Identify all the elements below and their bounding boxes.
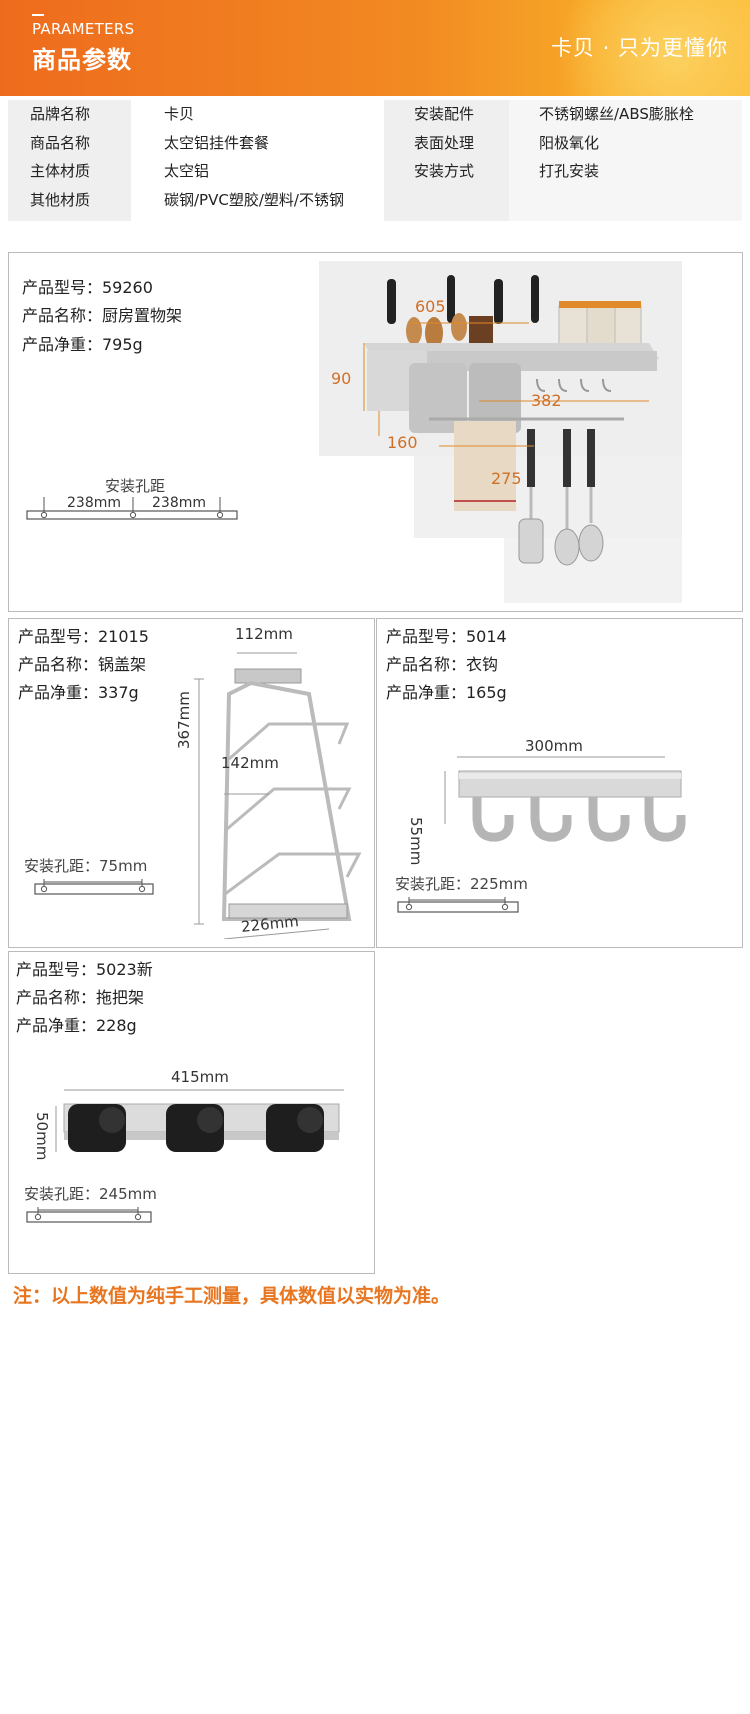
hook-dim-height: 55mm (407, 817, 425, 866)
hole-spacing-diagram: 安装孔距：75mm (24, 855, 174, 895)
hole-bar-graphic (26, 1207, 152, 1223)
mop-dim-length: 415mm (171, 1068, 229, 1086)
rack-dim-height: 90 (331, 369, 352, 388)
hook-dim-length: 300mm (525, 737, 583, 755)
rack-dim-cup: 160 (387, 433, 418, 452)
header-en-title: PARAMETERS (32, 20, 135, 38)
param-key: 表面处理 (384, 128, 509, 157)
hole-distance-a: 238mm (67, 495, 121, 511)
param-value: 太空铝 (131, 157, 384, 186)
hole-spacing-diagram: 安装孔距 238mm 238mm (25, 475, 245, 525)
params-row: 其他材质 碳钢/PVC塑胶/塑料/不锈钢 (8, 185, 742, 221)
params-table: 品牌名称 卡贝 安装配件 不锈钢螺丝/ABS膨胀栓 商品名称 太空铝挂件套餐 表… (8, 100, 742, 221)
param-value: 卡贝 (131, 100, 384, 129)
param-key: 商品名称 (8, 128, 131, 157)
hole-bar-graphic (397, 897, 519, 913)
hole-spacing-label: 安装孔距：245mm (24, 1185, 157, 1203)
product-model: 产品型号：5023新 (16, 960, 153, 979)
hole-bar-graphic (26, 497, 238, 520)
product-name: 产品名称：衣钩 (386, 655, 499, 674)
measurement-note: 注：以上数值为纯手工测量，具体数值以实物为准。 (13, 1285, 451, 1307)
header-glow (560, 0, 750, 96)
product-model: 产品型号：5014 (386, 627, 507, 646)
kitchen-rack-image (319, 261, 682, 603)
param-value: 阳极氧化 (509, 128, 742, 157)
header-slogan: 卡贝 · 只为更懂你 (550, 36, 728, 60)
product-name: 产品名称：拖把架 (16, 988, 145, 1007)
hole-spacing-label: 安装孔距：225mm (395, 875, 528, 893)
param-value: 打孔安装 (509, 157, 742, 186)
rack-dim-width: 382 (531, 391, 562, 410)
product-model: 产品型号：59260 (22, 278, 153, 297)
param-value: 碳钢/PVC塑胶/塑料/不锈钢 (131, 185, 384, 221)
product-model: 产品型号：21015 (18, 627, 149, 646)
mop-holder-image (55, 1089, 344, 1152)
params-row: 主体材质 太空铝 安装方式 打孔安装 (8, 157, 742, 186)
product-card-rack: 产品型号：59260 产品名称：厨房置物架 产品净重：795g 安装孔距 238… (8, 252, 743, 612)
hole-spacing-diagram: 安装孔距：245mm (24, 1183, 184, 1223)
product-weight: 产品净重：165g (386, 683, 507, 702)
header-zh-title: 商品参数 (32, 46, 132, 74)
product-name: 产品名称：厨房置物架 (22, 306, 183, 325)
param-key: 主体材质 (8, 157, 131, 186)
param-value: 不锈钢螺丝/ABS膨胀栓 (509, 100, 742, 129)
lid-dim-height: 367mm (175, 691, 193, 749)
product-card-lid: 产品型号：21015 产品名称：锅盖架 产品净重：337g 112mm 367m… (8, 618, 375, 948)
hole-distance-b: 238mm (152, 495, 206, 511)
mop-dim-height: 50mm (33, 1112, 51, 1161)
product-name: 产品名称：锅盖架 (18, 655, 147, 674)
lid-dim-top: 112mm (235, 625, 293, 643)
param-value: 太空铝挂件套餐 (131, 128, 384, 157)
param-key (384, 185, 509, 221)
lid-rack-image (194, 652, 362, 939)
hole-bar-graphic (34, 879, 154, 895)
param-key: 安装配件 (384, 100, 509, 129)
product-weight: 产品净重：337g (18, 683, 139, 702)
param-value (509, 185, 742, 221)
hole-spacing-diagram: 安装孔距：225mm (395, 873, 555, 913)
hole-spacing-label: 安装孔距：75mm (24, 857, 148, 875)
param-key: 其他材质 (8, 185, 131, 221)
product-weight: 产品净重：795g (22, 335, 143, 354)
product-weight: 产品净重：228g (16, 1016, 137, 1035)
rack-dim-bar: 275 (491, 469, 522, 488)
param-key: 安装方式 (384, 157, 509, 186)
product-card-hook: 产品型号：5014 产品名称：衣钩 产品净重：165g 300mm 55mm 安… (376, 618, 743, 948)
rack-photo: 605 90 382 160 275 (319, 261, 684, 603)
param-key: 品牌名称 (8, 100, 131, 129)
product-card-mop: 产品型号：5023新 产品名称：拖把架 产品净重：228g 415mm 50mm… (8, 951, 375, 1274)
params-row: 商品名称 太空铝挂件套餐 表面处理 阳极氧化 (8, 128, 742, 157)
lid-dim-mid: 142mm (221, 754, 279, 772)
hole-spacing-label: 安装孔距 (105, 477, 166, 495)
header-dash (32, 14, 44, 16)
hook-image (444, 756, 686, 842)
params-row: 品牌名称 卡贝 安装配件 不锈钢螺丝/ABS膨胀栓 (8, 100, 742, 129)
header-banner: PARAMETERS 商品参数 卡贝 · 只为更懂你 (0, 0, 750, 96)
rack-dim-length: 605 (415, 297, 446, 316)
